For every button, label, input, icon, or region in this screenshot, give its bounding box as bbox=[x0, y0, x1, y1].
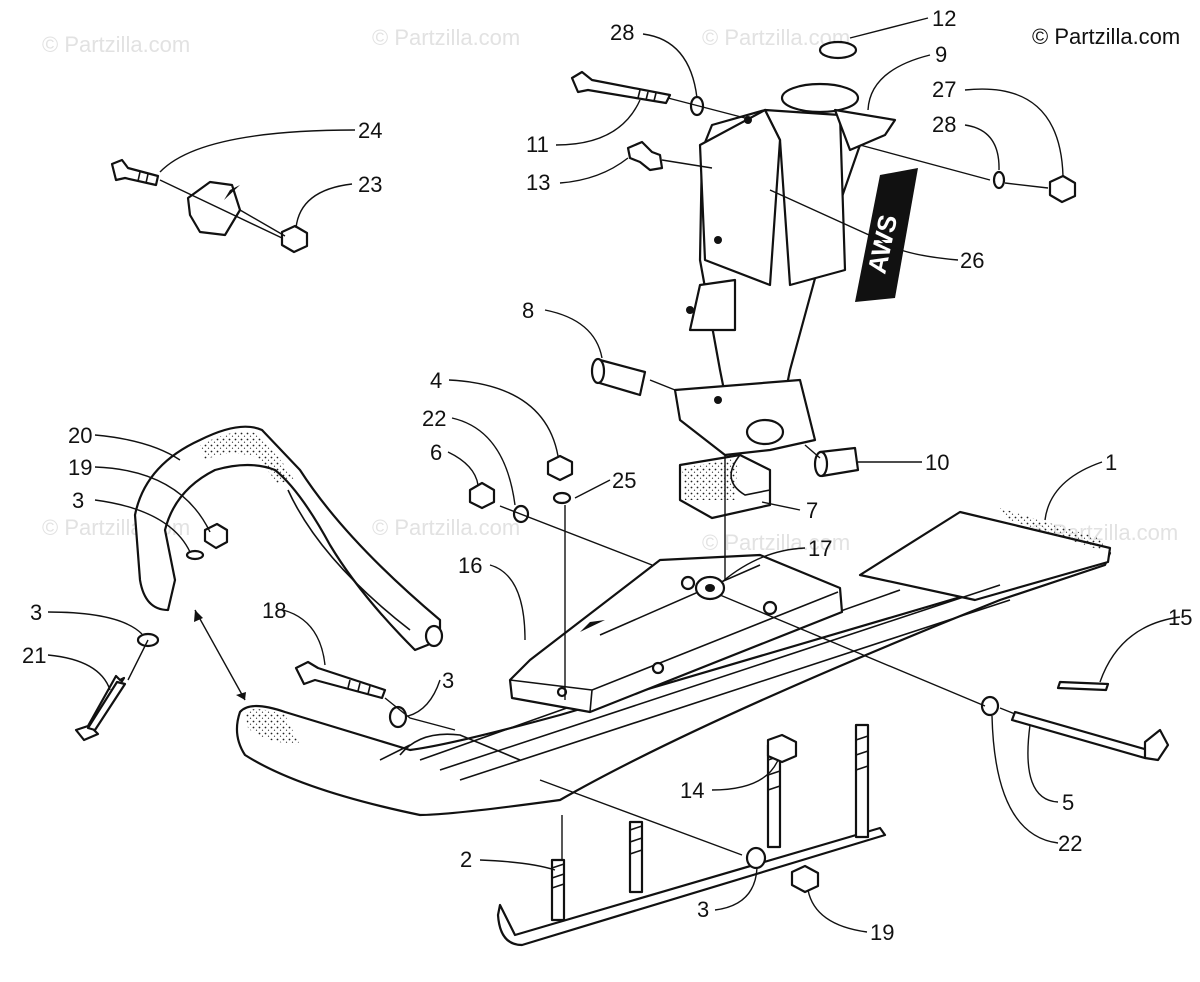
callout-28: 28 bbox=[610, 20, 634, 45]
part-1-ski bbox=[235, 508, 1112, 817]
callout-2: 2 bbox=[460, 847, 472, 872]
callout-1: 1 bbox=[1105, 450, 1117, 475]
callout-24: 24 bbox=[358, 118, 382, 143]
callout-16: 16 bbox=[458, 553, 482, 578]
part-12-cap bbox=[818, 40, 858, 60]
part-8-bushing bbox=[590, 357, 647, 397]
callout-26: 26 bbox=[960, 248, 984, 273]
watermark: © Partzilla.com bbox=[372, 25, 520, 50]
watermark: © Partzilla.com bbox=[42, 32, 190, 57]
small-hardware bbox=[136, 454, 1000, 894]
callout-3: 3 bbox=[697, 897, 709, 922]
assembly-lines bbox=[127, 97, 1049, 860]
callout-4: 4 bbox=[430, 368, 442, 393]
callout-21: 21 bbox=[22, 643, 46, 668]
part-24-bolt bbox=[110, 158, 160, 187]
callout-19: 19 bbox=[68, 455, 92, 480]
callout-10: 10 bbox=[925, 450, 949, 475]
callout-9: 9 bbox=[935, 42, 947, 67]
callout-15: 15 bbox=[1168, 605, 1192, 630]
callout-12: 12 bbox=[932, 6, 956, 31]
callout-22: 22 bbox=[422, 406, 446, 431]
callout-labels: 12 28 9 27 28 11 13 24 23 26 8 4 22 6 25… bbox=[22, 6, 1192, 945]
part-23-nut bbox=[280, 224, 309, 254]
callout-19: 19 bbox=[870, 920, 894, 945]
callout-leaders bbox=[47, 17, 1181, 933]
callout-3: 3 bbox=[72, 488, 84, 513]
callout-18: 18 bbox=[262, 598, 286, 623]
part-9-spindle bbox=[673, 82, 897, 457]
callout-20: 20 bbox=[68, 423, 92, 448]
callout-3: 3 bbox=[442, 668, 454, 693]
part-5-bolt bbox=[1010, 710, 1170, 762]
callout-17: 17 bbox=[808, 536, 832, 561]
part-21-bolt bbox=[74, 674, 127, 742]
part-10-bushing bbox=[813, 446, 860, 478]
part-18-bolt bbox=[294, 660, 387, 700]
part-26-decal: AWS bbox=[855, 168, 918, 302]
part-2-wear-bar bbox=[496, 723, 887, 947]
watermark: © Partzilla.com bbox=[702, 530, 850, 555]
part-15-pin bbox=[1056, 680, 1110, 692]
part-16-saddle bbox=[508, 553, 844, 714]
part-27-nut bbox=[1048, 174, 1077, 204]
callout-5: 5 bbox=[1062, 790, 1074, 815]
copyright-text: © Partzilla.com bbox=[1032, 24, 1180, 49]
callout-25: 25 bbox=[612, 468, 636, 493]
callout-8: 8 bbox=[522, 298, 534, 323]
callout-11: 11 bbox=[526, 132, 549, 157]
part-11-bolt bbox=[570, 70, 672, 105]
callout-3: 3 bbox=[30, 600, 42, 625]
part-17-washer bbox=[694, 575, 726, 601]
callout-6: 6 bbox=[430, 440, 442, 465]
callout-7: 7 bbox=[806, 498, 818, 523]
callout-13: 13 bbox=[526, 170, 550, 195]
callout-23: 23 bbox=[358, 172, 382, 197]
part-24-bracket bbox=[186, 180, 242, 237]
callout-27: 27 bbox=[932, 77, 956, 102]
part-13-fitting bbox=[626, 140, 664, 172]
watermark: © Partzilla.com bbox=[372, 515, 520, 540]
watermarks: © Partzilla.com © Partzilla.com © Partzi… bbox=[42, 25, 1178, 555]
callout-28: 28 bbox=[932, 112, 956, 137]
part-20-ski-loop bbox=[133, 425, 444, 652]
callout-14: 14 bbox=[680, 778, 704, 803]
callout-22: 22 bbox=[1058, 831, 1082, 856]
